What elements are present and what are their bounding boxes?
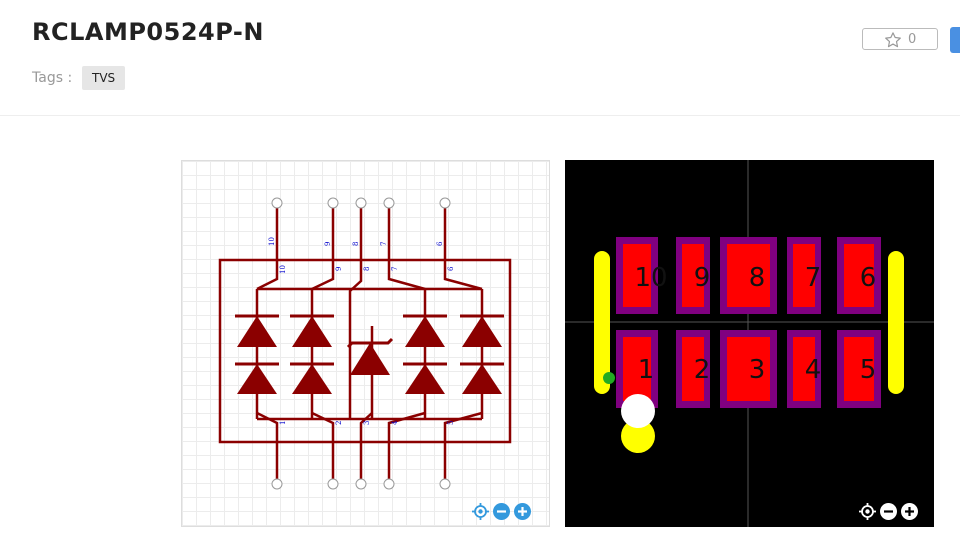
zoom-out-icon[interactable] xyxy=(880,503,897,520)
pcb-pad-label-bottom: 5 xyxy=(860,355,877,385)
tag-tvs[interactable]: TVS xyxy=(82,66,126,90)
pcb-pad-label-bottom: 3 xyxy=(749,355,766,385)
sch-pin-label-top-inner: 9 xyxy=(335,267,343,271)
pcb-pad-label-bottom: 1 xyxy=(638,355,655,385)
sch-pin-label-bottom: 5 xyxy=(447,421,455,425)
locate-icon[interactable] xyxy=(472,503,489,520)
sch-pin-label-top-inner: 8 xyxy=(363,267,371,271)
sch-pin-label-top-inner: 6 xyxy=(447,266,455,271)
pcb-pad-label-top: 8 xyxy=(749,263,766,293)
header-divider xyxy=(0,115,960,116)
schematic-drawing: 10 9 8 7 6 10 9 8 7 6 1 2 3 4 5 xyxy=(218,197,512,490)
pcb-pad-label-top: 6 xyxy=(860,263,877,293)
sch-pin-label-bottom: 4 xyxy=(391,420,399,425)
pcb-zoom-controls xyxy=(859,503,918,520)
sch-pin-label-top: 9 xyxy=(324,242,332,246)
sch-pin-label-top-inner: 10 xyxy=(279,265,287,274)
tags-label: Tags : xyxy=(32,70,73,86)
star-button[interactable]: 0 xyxy=(862,28,938,50)
locate-icon[interactable] xyxy=(859,503,876,520)
star-count: 0 xyxy=(908,32,917,47)
zoom-in-icon[interactable] xyxy=(514,503,531,520)
page-title: RCLAMP0524P-N xyxy=(32,18,264,46)
sch-pin-label-bottom: 2 xyxy=(335,421,343,425)
pcb-pad-label-bottom: 4 xyxy=(805,355,822,385)
sch-pin-label-top: 10 xyxy=(268,237,276,246)
zoom-out-icon[interactable] xyxy=(493,503,510,520)
pcb-pad-label-top: 10 xyxy=(634,263,667,293)
schematic-zoom-controls xyxy=(472,503,531,520)
pcb-drawing: 10 9 8 7 6 1 2 3 4 5 xyxy=(565,160,934,527)
sch-pin-label-bottom: 3 xyxy=(363,421,371,425)
sch-pin-label-top: 7 xyxy=(380,242,388,246)
pcb-footprint-view[interactable]: 10 9 8 7 6 1 2 3 4 5 xyxy=(565,160,934,527)
pcb-pad-label-bottom: 2 xyxy=(694,355,711,385)
action-button[interactable] xyxy=(950,27,960,53)
sch-pin-label-bottom: 1 xyxy=(279,421,287,425)
pcb-pad-label-top: 7 xyxy=(805,263,822,293)
schematic-view[interactable]: 10 9 8 7 6 10 9 8 7 6 1 2 3 4 5 xyxy=(181,160,550,527)
sch-pin-label-top: 8 xyxy=(352,242,360,246)
star-icon xyxy=(885,32,901,48)
sch-pin-label-top-inner: 7 xyxy=(391,267,399,271)
pcb-pad-label-top: 9 xyxy=(694,263,711,293)
sch-pin-label-top: 6 xyxy=(436,241,444,246)
zoom-in-icon[interactable] xyxy=(901,503,918,520)
